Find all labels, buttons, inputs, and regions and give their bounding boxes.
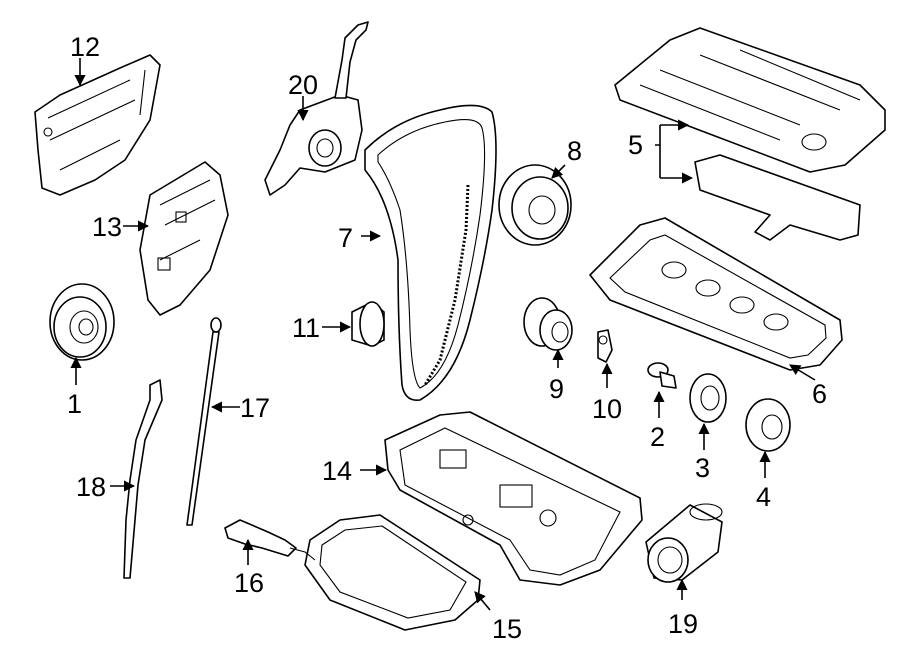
callout-16: 16 bbox=[234, 568, 264, 598]
callout-10: 10 bbox=[592, 394, 622, 424]
callout-1: 1 bbox=[67, 389, 82, 419]
part-1-crankshaft-sprocket bbox=[49, 283, 115, 361]
callout-3: 3 bbox=[695, 453, 710, 483]
callout-7: 7 bbox=[338, 223, 353, 253]
part-2-plug bbox=[647, 362, 677, 389]
callout-6: 6 bbox=[812, 379, 827, 409]
callout-20: 20 bbox=[288, 70, 318, 100]
callout-8: 8 bbox=[567, 136, 582, 166]
part-4-sprocket bbox=[745, 398, 791, 452]
callout-11: 11 bbox=[292, 313, 320, 343]
part-7-timing-belt bbox=[364, 104, 497, 402]
part-15-lower-oil-pan bbox=[304, 514, 481, 631]
callout-12: 12 bbox=[70, 32, 100, 62]
part-6-valve-cover-gasket bbox=[589, 217, 843, 371]
part-17-dipstick bbox=[186, 317, 222, 526]
callout-5: 5 bbox=[628, 130, 643, 160]
part-10-sensor bbox=[597, 329, 613, 363]
part-20-oil-pump bbox=[264, 21, 369, 196]
callout-2: 2 bbox=[650, 422, 665, 452]
callout-numbers: 12 13 20 7 8 5 6 11 1 9 10 2 3 4 14 17 1… bbox=[67, 32, 827, 644]
callout-19: 19 bbox=[668, 609, 698, 639]
part-3-seal bbox=[689, 373, 727, 423]
part-11-idler-pulley bbox=[351, 301, 385, 347]
callout-leaders bbox=[70, 58, 816, 611]
part-16-oil-strainer bbox=[224, 519, 316, 561]
callout-18: 18 bbox=[76, 472, 106, 502]
callout-9: 9 bbox=[549, 374, 564, 404]
part-9-tensioner-pulley bbox=[523, 297, 573, 351]
part-19-oil-filter bbox=[645, 503, 723, 583]
callout-15: 15 bbox=[492, 614, 522, 644]
part-14-upper-oil-pan bbox=[384, 411, 643, 586]
part-5-valve-cover bbox=[614, 27, 886, 241]
callout-14: 14 bbox=[322, 456, 352, 486]
callout-4: 4 bbox=[756, 482, 771, 512]
part-8-camshaft-sprocket bbox=[498, 164, 572, 246]
part-12-upper-timing-cover bbox=[34, 54, 161, 196]
callout-17: 17 bbox=[240, 393, 270, 423]
part-13-lower-timing-cover bbox=[139, 161, 229, 316]
part-18-dipstick-tube bbox=[123, 379, 163, 579]
callout-13: 13 bbox=[92, 212, 122, 242]
